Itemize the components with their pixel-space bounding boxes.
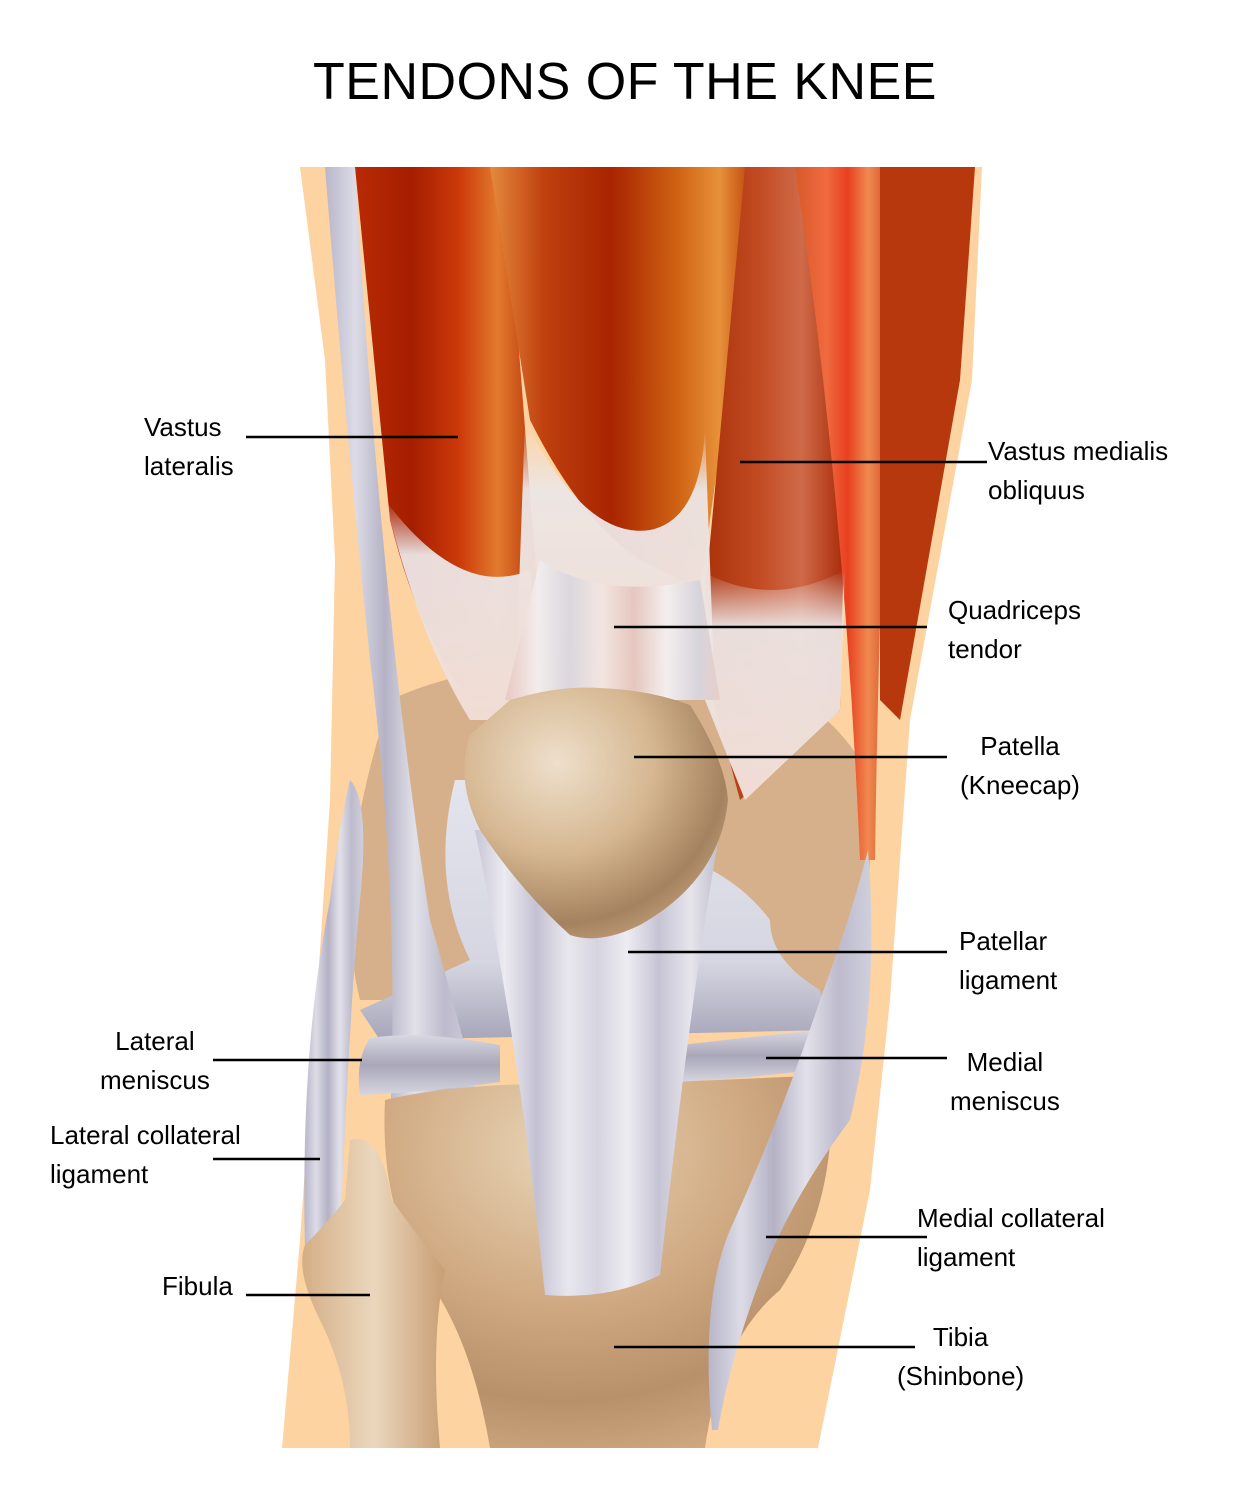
label-line: ligament	[917, 1242, 1016, 1272]
quadriceps-tendon-shape	[505, 560, 720, 700]
label-line: (Kneecap)	[960, 770, 1080, 800]
vastus-lateralis-muscle	[355, 167, 545, 700]
rectus-femoris-muscle	[490, 167, 760, 590]
label-line: tendor	[948, 634, 1022, 664]
medial-muscle-edge	[880, 167, 975, 720]
label-line: Patella	[980, 731, 1060, 761]
label-line: meniscus	[100, 1065, 210, 1095]
label-line: Vastus medialis	[988, 436, 1169, 466]
label-line: Lateral collateral	[50, 1120, 241, 1150]
label-patellar-ligament: Patellar ligament	[959, 922, 1057, 1000]
fibula-bone	[302, 1138, 445, 1448]
label-medial-collateral-ligament: Medial collateral ligament	[917, 1199, 1105, 1277]
patellar-ligament-shape	[475, 830, 720, 1296]
sartorius-muscle	[795, 167, 900, 860]
diagram-title: TENDONS OF THE KNEE	[313, 53, 937, 111]
label-line: ligament	[959, 965, 1058, 995]
label-medial-meniscus: Medial meniscus	[950, 1043, 1060, 1121]
lateral-collateral-ligament-shape	[304, 780, 364, 1250]
label-line: Medial collateral	[917, 1203, 1105, 1233]
label-fibula: Fibula	[162, 1267, 233, 1306]
patella-bone	[464, 687, 728, 939]
leader-lines	[213, 435, 987, 1349]
label-lateral-collateral-ligament: Lateral collateral ligament	[50, 1116, 241, 1194]
medial-meniscus-shape	[640, 1030, 825, 1082]
label-quadriceps-tendon: Quadriceps tendor	[948, 591, 1081, 669]
label-lateral-meniscus: Lateral meniscus	[100, 1022, 210, 1100]
label-line: Vastus	[144, 412, 222, 442]
label-line: Quadriceps	[948, 595, 1081, 625]
label-line: Tibia	[932, 1322, 989, 1352]
it-band	[325, 167, 475, 1120]
label-line: (Shinbone)	[897, 1361, 1025, 1391]
lateral-meniscus-shape	[358, 1035, 500, 1095]
label-line: Patellar	[959, 926, 1048, 956]
label-line: Medial	[966, 1047, 1044, 1077]
label-line: Lateral	[115, 1026, 195, 1056]
label-line: lateralis	[144, 451, 234, 481]
lateral-tendon-fade	[385, 500, 545, 720]
label-vastus-medialis-obliquus: Vastus medialis obliquus	[988, 432, 1168, 510]
medial-collateral-ligament-shape	[708, 850, 872, 1430]
label-tibia: Tibia (Shinbone)	[897, 1318, 1024, 1396]
label-line: meniscus	[950, 1086, 1060, 1116]
label-line: obliquus	[988, 475, 1085, 505]
label-patella: Patella (Kneecap)	[960, 727, 1080, 805]
label-line: ligament	[50, 1159, 149, 1189]
label-line: Fibula	[162, 1271, 233, 1301]
label-vastus-lateralis: Vastus lateralis	[144, 408, 234, 486]
